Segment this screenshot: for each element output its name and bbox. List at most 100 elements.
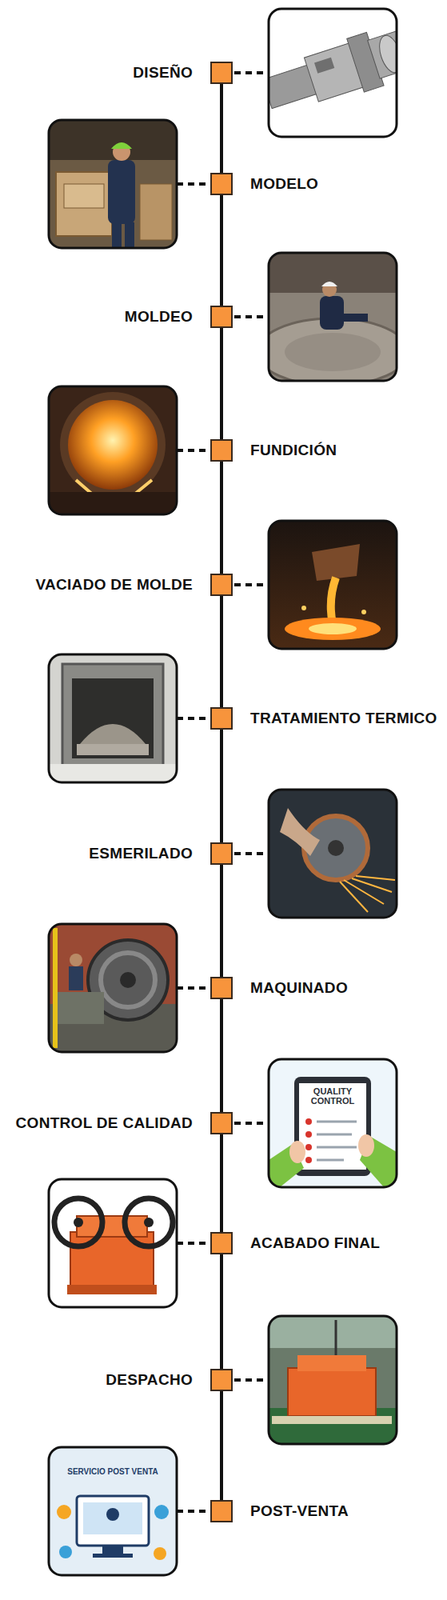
quality-control-picture: [316, 1120, 357, 1123]
crusher-picture: [54, 1197, 103, 1246]
dashed-leader: [234, 1377, 269, 1381]
picture-frame: [48, 386, 177, 515]
dashed-leader: [176, 448, 209, 452]
lathe-picture: [119, 971, 136, 988]
dashed-leader: [176, 716, 209, 720]
picture-caption: QUALITY CONTROL: [300, 1085, 365, 1106]
step-label: DESPACHO: [105, 1370, 193, 1389]
pattern-workshop-picture: [111, 142, 132, 149]
crusher-picture: [48, 1178, 177, 1307]
molding-picture: [268, 252, 397, 381]
furnace-picture: [48, 386, 177, 515]
timeline-step: MODELO: [210, 172, 319, 196]
pouring-picture: [301, 605, 307, 611]
dashed-leader: [234, 582, 269, 587]
quality-control-picture: [305, 1117, 312, 1125]
lathe-picture: [69, 953, 83, 966]
timeline-step: FUNDICIÓN: [210, 439, 337, 462]
timeline-step: ESMERILADO: [88, 842, 233, 865]
after-sales-picture: [83, 1501, 143, 1534]
timeline-spine: [219, 729, 224, 843]
step-marker: [210, 1499, 233, 1522]
quality-control-picture: [299, 1082, 367, 1170]
grinding-picture: [339, 881, 368, 912]
step-label: ACABADO FINAL: [250, 1233, 380, 1252]
step-label: MAQUINADO: [250, 978, 348, 997]
after-sales-picture: [59, 1544, 72, 1558]
timeline-step: DESPACHO: [105, 1368, 233, 1391]
after-sales-picture: [102, 1544, 124, 1553]
timeline-step: MOLDEO: [124, 305, 233, 328]
timeline-step: CONTROL DE CALIDAD: [15, 1111, 233, 1134]
crusher-picture: [124, 1197, 173, 1246]
crusher-picture: [143, 1217, 154, 1227]
dashed-leader: [234, 71, 269, 75]
picture-frame: [268, 520, 397, 649]
timeline-step: TRATAMIENTO TERMICO: [210, 706, 438, 730]
oven-picture: [62, 663, 164, 768]
cad-shaft-picture: [375, 32, 397, 76]
pouring-picture: [311, 543, 360, 581]
lathe-picture: [55, 991, 104, 1024]
quality-control-picture: [289, 1140, 306, 1163]
dispatch-picture: [268, 1315, 397, 1348]
after-sales-picture: [92, 1552, 133, 1557]
picture-frame: [268, 8, 397, 137]
picture-frame: [48, 119, 177, 248]
step-marker: [210, 1368, 233, 1391]
picture-frame: [268, 1315, 397, 1444]
step-marker: [210, 439, 233, 462]
pouring-picture: [308, 622, 357, 635]
picture-frame: [48, 1178, 177, 1307]
crusher-picture: [48, 1178, 177, 1307]
dashed-leader: [176, 1508, 209, 1513]
timeline-spine: [219, 195, 224, 306]
lathe-picture: [100, 952, 156, 1007]
pattern-workshop-picture: [63, 183, 104, 208]
cad-shaft-picture: [314, 57, 335, 74]
timeline-step: MAQUINADO: [210, 976, 348, 999]
crusher-picture: [67, 1284, 157, 1294]
quality-control-picture: [305, 1143, 312, 1150]
timeline-spine: [219, 461, 224, 574]
grinding-picture: [268, 789, 397, 918]
grinding-picture: [327, 839, 344, 856]
grinding-picture: [351, 878, 392, 892]
timeline-step: ACABADO FINAL: [210, 1231, 380, 1254]
pouring-picture: [361, 609, 367, 615]
after-sales-picture: [48, 1446, 177, 1575]
picture-frame: [268, 252, 397, 381]
after-sales-picture: [76, 1495, 149, 1545]
oven-picture: [76, 743, 149, 755]
quality-control-picture: [305, 1117, 312, 1163]
dashed-leader: [176, 72, 269, 1511]
step-marker: [210, 305, 233, 328]
picture-frame: [48, 654, 177, 783]
quality-control-picture: [305, 1130, 312, 1138]
after-sales-picture: [48, 1446, 177, 1575]
step-marker: [210, 172, 233, 196]
picture-caption: SERVICIO POST VENTA: [52, 1466, 173, 1476]
grinding-picture: [355, 875, 396, 880]
timeline-spine: [219, 1133, 224, 1232]
dispatch-picture: [335, 1319, 338, 1355]
cad-shaft-picture: [268, 23, 397, 121]
quality-control-picture: [316, 1121, 357, 1160]
picture-frame: [268, 1058, 397, 1187]
quality-control-picture: [268, 1058, 397, 1187]
pattern-workshop-picture: [55, 171, 112, 236]
lathe-picture: [52, 927, 58, 1048]
dashed-leader: [234, 315, 269, 319]
timeline-spine: [219, 864, 224, 977]
after-sales-picture: [56, 1504, 72, 1519]
step-label: ESMERILADO: [88, 844, 193, 863]
timeline-spine: [219, 998, 224, 1112]
quality-control-picture: [316, 1158, 344, 1162]
timeline-spine: [219, 595, 224, 707]
cad-shaft-picture: [268, 8, 397, 137]
molding-picture: [321, 281, 338, 287]
crusher-picture: [73, 1217, 84, 1227]
pattern-workshop-picture: [139, 183, 172, 240]
timeline-spine: [219, 1253, 224, 1369]
